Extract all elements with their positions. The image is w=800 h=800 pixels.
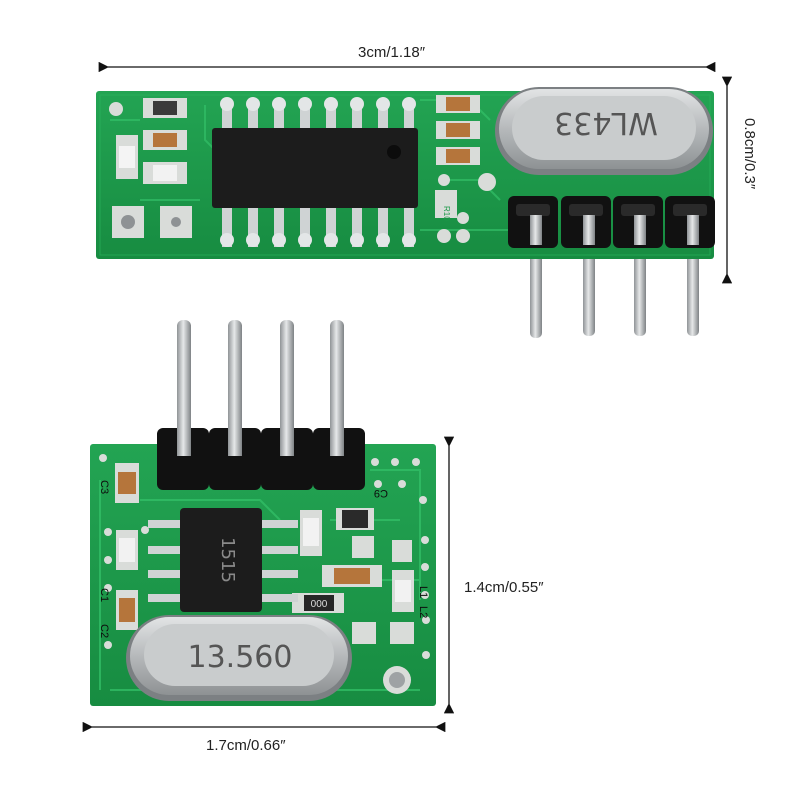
transmitter-resistor-marking: 000 <box>311 599 328 610</box>
receiver-module: R10 WL433 <box>96 87 715 338</box>
transmitter-crystal: 13.560 <box>126 615 352 701</box>
silk-label-l2: L2 <box>417 606 429 618</box>
receiver-header <box>508 196 715 248</box>
silk-label-l1: L1 <box>417 586 429 598</box>
transmitter-width-label: 1.7cm/0.66″ <box>206 737 286 754</box>
transmitter-ic-chip: 1515 <box>148 508 298 612</box>
transmitter-pins <box>177 320 344 450</box>
silk-label-c1: C1 <box>98 588 110 602</box>
transmitter-smd-components: 000 <box>115 463 414 644</box>
receiver-ic-chip <box>212 97 418 247</box>
transmitter-crystal-marking: 13.560 <box>188 640 293 675</box>
receiver-crystal: WL433 <box>495 87 713 175</box>
silk-label-c2: C2 <box>98 624 110 638</box>
transmitter-module: 000 1515 13.560 <box>90 320 436 706</box>
receiver-pins <box>530 240 699 338</box>
silk-label-c3: C3 <box>98 480 110 494</box>
silk-label-c9: C9 <box>374 487 388 499</box>
transmitter-height-label: 1.4cm/0.55″ <box>464 579 544 596</box>
receiver-width-label: 3cm/1.18″ <box>358 44 426 61</box>
receiver-smd-components <box>109 98 192 238</box>
transmitter-chip-marking: 1515 <box>217 537 238 583</box>
receiver-crystal-marking: WL433 <box>554 105 658 140</box>
receiver-pcb-marking: R10 <box>442 206 451 221</box>
transmitter-header <box>157 418 365 490</box>
dimension-arrows <box>82 61 733 733</box>
